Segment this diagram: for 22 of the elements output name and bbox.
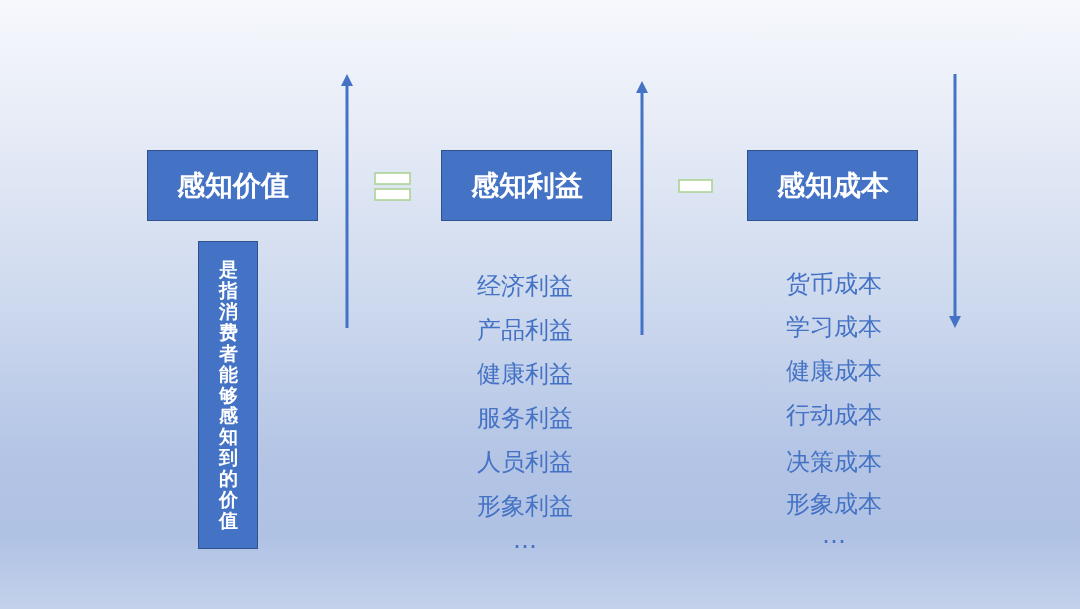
list-text: 货币成本 <box>786 269 882 299</box>
list-text: 行动成本 <box>786 400 882 430</box>
list-text: … <box>822 520 846 550</box>
list-text: 形象利益 <box>477 491 573 521</box>
list-text: 产品利益 <box>477 315 573 345</box>
list-text: 形象成本 <box>786 489 882 519</box>
list-text: 健康利益 <box>477 359 573 389</box>
list-text: 决策成本 <box>786 447 882 477</box>
concept-box <box>441 150 612 221</box>
box-title: 感知成本 <box>776 168 889 203</box>
list-text: 健康成本 <box>786 356 882 386</box>
list-text: … <box>513 525 537 555</box>
list-text: 学习成本 <box>786 312 882 342</box>
list-text: 经济利益 <box>477 271 573 301</box>
list-text: 人员利益 <box>477 447 573 477</box>
box-title: 感知价值 <box>176 168 289 203</box>
concept-box <box>747 150 918 221</box>
description-box <box>198 241 258 549</box>
description-text: 是指消费者能够感知到的价值 <box>218 259 238 531</box>
concept-box <box>147 150 318 221</box>
box-title: 感知利益 <box>470 168 583 203</box>
list-text: 服务利益 <box>477 403 573 433</box>
